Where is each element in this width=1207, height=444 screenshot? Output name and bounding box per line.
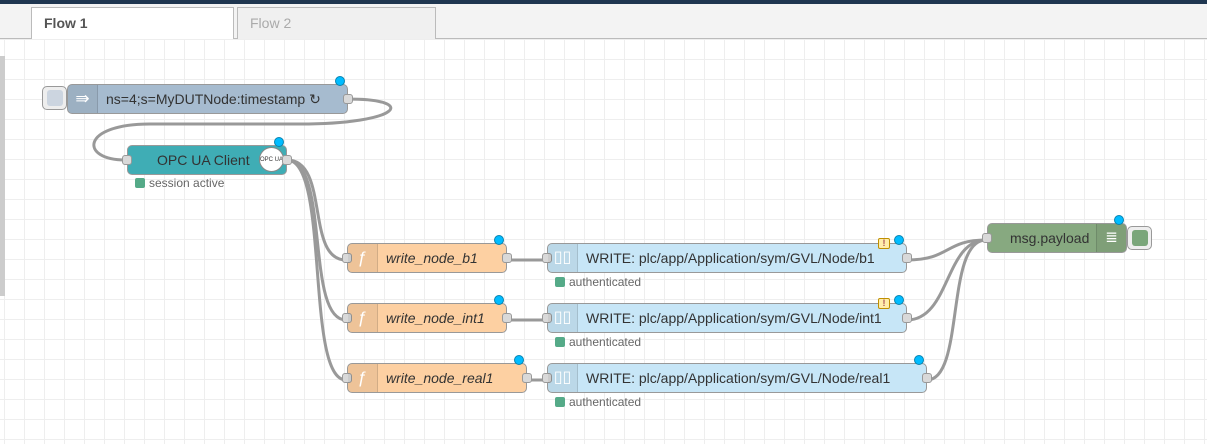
tab-flow-2-label: Flow 2 [250, 15, 292, 31]
function-b1-label: write_node_b1 [386, 250, 478, 266]
status-dot-icon [555, 277, 565, 287]
function-icon: ƒ [348, 304, 378, 332]
write-real1-input-port[interactable] [542, 373, 552, 383]
debug-label: msg.payload [1010, 230, 1090, 246]
function-int1-output-port[interactable] [502, 313, 512, 323]
function-icon: ƒ [348, 364, 378, 392]
write-real1-label: WRITE: plc/app/Application/sym/GVL/Node/… [586, 370, 891, 386]
write-b1-status: authenticated [555, 276, 641, 288]
wire-client-fn-real1 [285, 158, 348, 382]
flow-canvas[interactable]: ⇛ ns=4;s=MyDUTNode:timestamp ↻ OPC UA Cl… [0, 39, 1207, 444]
opcua-write-node-b1[interactable]: ▯▯ WRITE: plc/app/Application/sym/GVL/No… [542, 235, 912, 273]
function-node-real1[interactable]: ƒ write_node_real1 [342, 355, 532, 393]
write-int1-label: WRITE: plc/app/Application/sym/GVL/Node/… [586, 310, 882, 326]
arrow-in-icon: ⇛ [68, 85, 98, 113]
wire-write-b1-debug [905, 238, 988, 262]
opcua-client-label: OPC UA Client [157, 152, 250, 168]
opcua-write-node-real1[interactable]: ▯▯ WRITE: plc/app/Application/sym/GVL/No… [542, 355, 932, 393]
write-real1-output-port[interactable] [922, 373, 932, 383]
wire-write-int1-debug [905, 238, 988, 322]
inject-node[interactable]: ⇛ ns=4;s=MyDUTNode:timestamp ↻ [67, 76, 353, 114]
wire-client-fn-int1 [285, 158, 348, 322]
write-int1-status: authenticated [555, 336, 641, 348]
status-dot-icon [135, 178, 145, 188]
changed-indicator [914, 355, 924, 365]
write-b1-output-port[interactable] [902, 253, 912, 263]
debug-toggle-button-face [1132, 230, 1148, 246]
function-real1-input-port[interactable] [342, 373, 352, 383]
write-b1-input-port[interactable] [542, 253, 552, 263]
changed-indicator [494, 295, 504, 305]
changed-indicator [494, 235, 504, 245]
tab-flow-1[interactable]: Flow 1 [31, 7, 234, 41]
workspace-tab-bar: Flow 1 Flow 2 [0, 4, 1207, 41]
function-icon: ƒ [348, 244, 378, 272]
opcua-client-input-port[interactable] [122, 155, 132, 165]
wire-write-real1-debug [925, 238, 988, 382]
opcua-client-node[interactable]: OPC UA Client OPC UA [122, 137, 292, 175]
vertical-scrollbar[interactable] [0, 56, 5, 296]
write-int1-input-port[interactable] [542, 313, 552, 323]
changed-indicator [274, 137, 284, 147]
changed-indicator [335, 76, 345, 86]
opcua-write-icon: ▯▯ [548, 304, 578, 332]
changed-indicator [1114, 215, 1124, 225]
changed-indicator [894, 295, 904, 305]
wires-layer [92, 97, 988, 382]
opcua-logo-icon: OPC UA [259, 147, 284, 172]
write-int1-output-port[interactable] [902, 313, 912, 323]
inject-output-port[interactable] [343, 94, 353, 104]
changed-indicator [514, 355, 524, 365]
warning-icon: ! [878, 298, 890, 309]
function-node-b1[interactable]: ƒ write_node_b1 [342, 235, 512, 273]
inject-node-label: ns=4;s=MyDUTNode:timestamp ↻ [106, 91, 321, 107]
function-b1-output-port[interactable] [502, 253, 512, 263]
function-b1-input-port[interactable] [342, 253, 352, 263]
wire-inject-client [92, 97, 393, 162]
function-int1-input-port[interactable] [342, 313, 352, 323]
changed-indicator [894, 235, 904, 245]
status-dot-icon [555, 397, 565, 407]
debug-toggle-button[interactable] [1127, 226, 1152, 250]
function-real1-output-port[interactable] [522, 373, 532, 383]
warning-icon: ! [878, 238, 890, 249]
inject-trigger-button-face [47, 90, 63, 106]
inject-trigger-button[interactable] [42, 86, 67, 110]
opcua-client-output-port[interactable] [282, 155, 292, 165]
write-real1-status: authenticated [555, 396, 641, 408]
status-dot-icon [555, 337, 565, 347]
debug-node[interactable]: msg.payload ≣ [982, 215, 1127, 253]
write-b1-label: WRITE: plc/app/Application/sym/GVL/Node/… [586, 250, 875, 266]
function-node-int1[interactable]: ƒ write_node_int1 [342, 295, 512, 333]
opcua-write-icon: ▯▯ [548, 244, 578, 272]
tab-flow-1-label: Flow 1 [44, 15, 88, 31]
function-int1-label: write_node_int1 [386, 310, 485, 326]
debug-input-port[interactable] [982, 233, 992, 243]
opcua-write-node-int1[interactable]: ▯▯ WRITE: plc/app/Application/sym/GVL/No… [542, 295, 912, 333]
top-header-bar [0, 0, 1207, 4]
opcua-write-icon: ▯▯ [548, 364, 578, 392]
list-icon: ≣ [1096, 224, 1126, 252]
tab-flow-2[interactable]: Flow 2 [237, 7, 436, 40]
opcua-client-status: session active [135, 177, 224, 189]
function-real1-label: write_node_real1 [386, 370, 494, 386]
